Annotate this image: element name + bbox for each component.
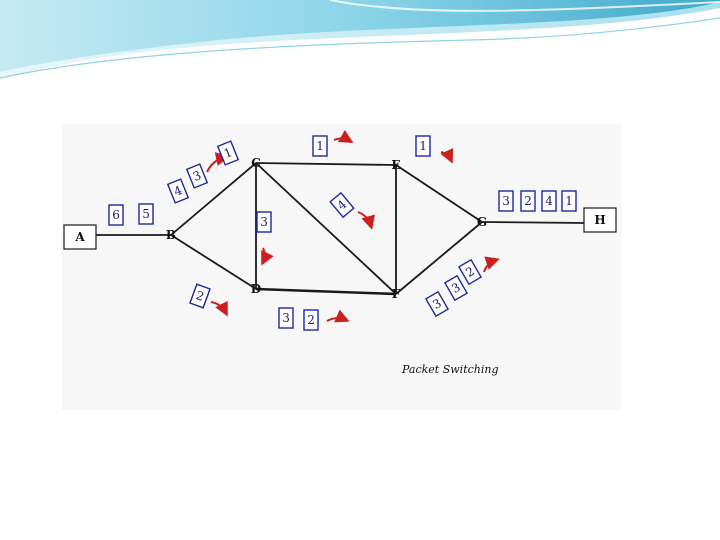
packet-label: 2	[524, 194, 532, 208]
packet: 1	[216, 140, 240, 166]
direction-arrow	[440, 147, 454, 164]
node-d: D	[251, 282, 261, 296]
node-label: B	[166, 228, 176, 242]
packet-label: 3	[260, 215, 268, 229]
packet: 2	[457, 258, 483, 286]
packet-label: 1	[316, 139, 324, 153]
packet-label: 1	[419, 139, 427, 153]
packet: 3	[498, 190, 514, 212]
direction-arrow	[483, 256, 500, 273]
edge-e-g	[395, 164, 483, 223]
node-label: G	[477, 215, 487, 229]
packet: 1	[312, 135, 328, 157]
node-f: F	[392, 287, 401, 301]
node-label: E	[391, 158, 400, 172]
packet: 2	[189, 283, 211, 309]
direction-arrow	[261, 247, 274, 266]
edge-d-f	[255, 287, 397, 296]
packet-label: 1	[565, 194, 573, 208]
packet: 6	[108, 204, 124, 226]
node-label: D	[251, 282, 261, 296]
direction-arrow	[357, 211, 375, 230]
slide-header-banner	[0, 0, 720, 80]
direction-arrow	[326, 309, 350, 323]
packet: 3	[424, 290, 450, 318]
node-label: C	[251, 156, 261, 170]
packet-label: 3	[502, 194, 510, 208]
node-b: B	[166, 228, 176, 242]
packet-label: 2	[194, 288, 206, 304]
edge-b-c	[170, 162, 257, 236]
diagram-caption: Packet Switching	[401, 363, 499, 376]
packet: 1	[415, 135, 431, 157]
packet: 3	[278, 307, 294, 329]
node-label: F	[392, 287, 401, 301]
packet: 4	[329, 191, 355, 219]
packet-label: 4	[545, 194, 553, 208]
node-e: E	[391, 158, 400, 172]
edge-c-f	[255, 162, 397, 295]
packet-label: 5	[142, 207, 150, 221]
node-g: G	[477, 215, 487, 229]
edge-c-e	[255, 162, 397, 166]
packet: 2	[303, 309, 319, 331]
packet: 5	[138, 203, 154, 225]
packet: 2	[520, 190, 536, 212]
packet-label: 3	[282, 311, 290, 325]
edge-g-h	[481, 221, 587, 224]
packet-label: 2	[307, 313, 315, 327]
node-h: H	[583, 207, 617, 233]
packet: 3	[443, 274, 469, 302]
packet: 3	[256, 211, 272, 233]
packet: 4	[541, 190, 557, 212]
node-label: H	[594, 213, 605, 227]
packet-label: 6	[112, 208, 120, 222]
packet: 1	[561, 190, 577, 212]
edge-f-g	[395, 221, 483, 295]
diagram-background	[62, 124, 622, 410]
packet: 3	[185, 163, 209, 189]
node-label: A	[74, 230, 85, 244]
packet: 4	[166, 178, 190, 204]
direction-arrow	[333, 129, 354, 144]
direction-arrow	[210, 300, 228, 317]
edge-b-d	[170, 234, 257, 290]
node-a: A	[63, 224, 97, 250]
node-c: C	[251, 156, 261, 170]
